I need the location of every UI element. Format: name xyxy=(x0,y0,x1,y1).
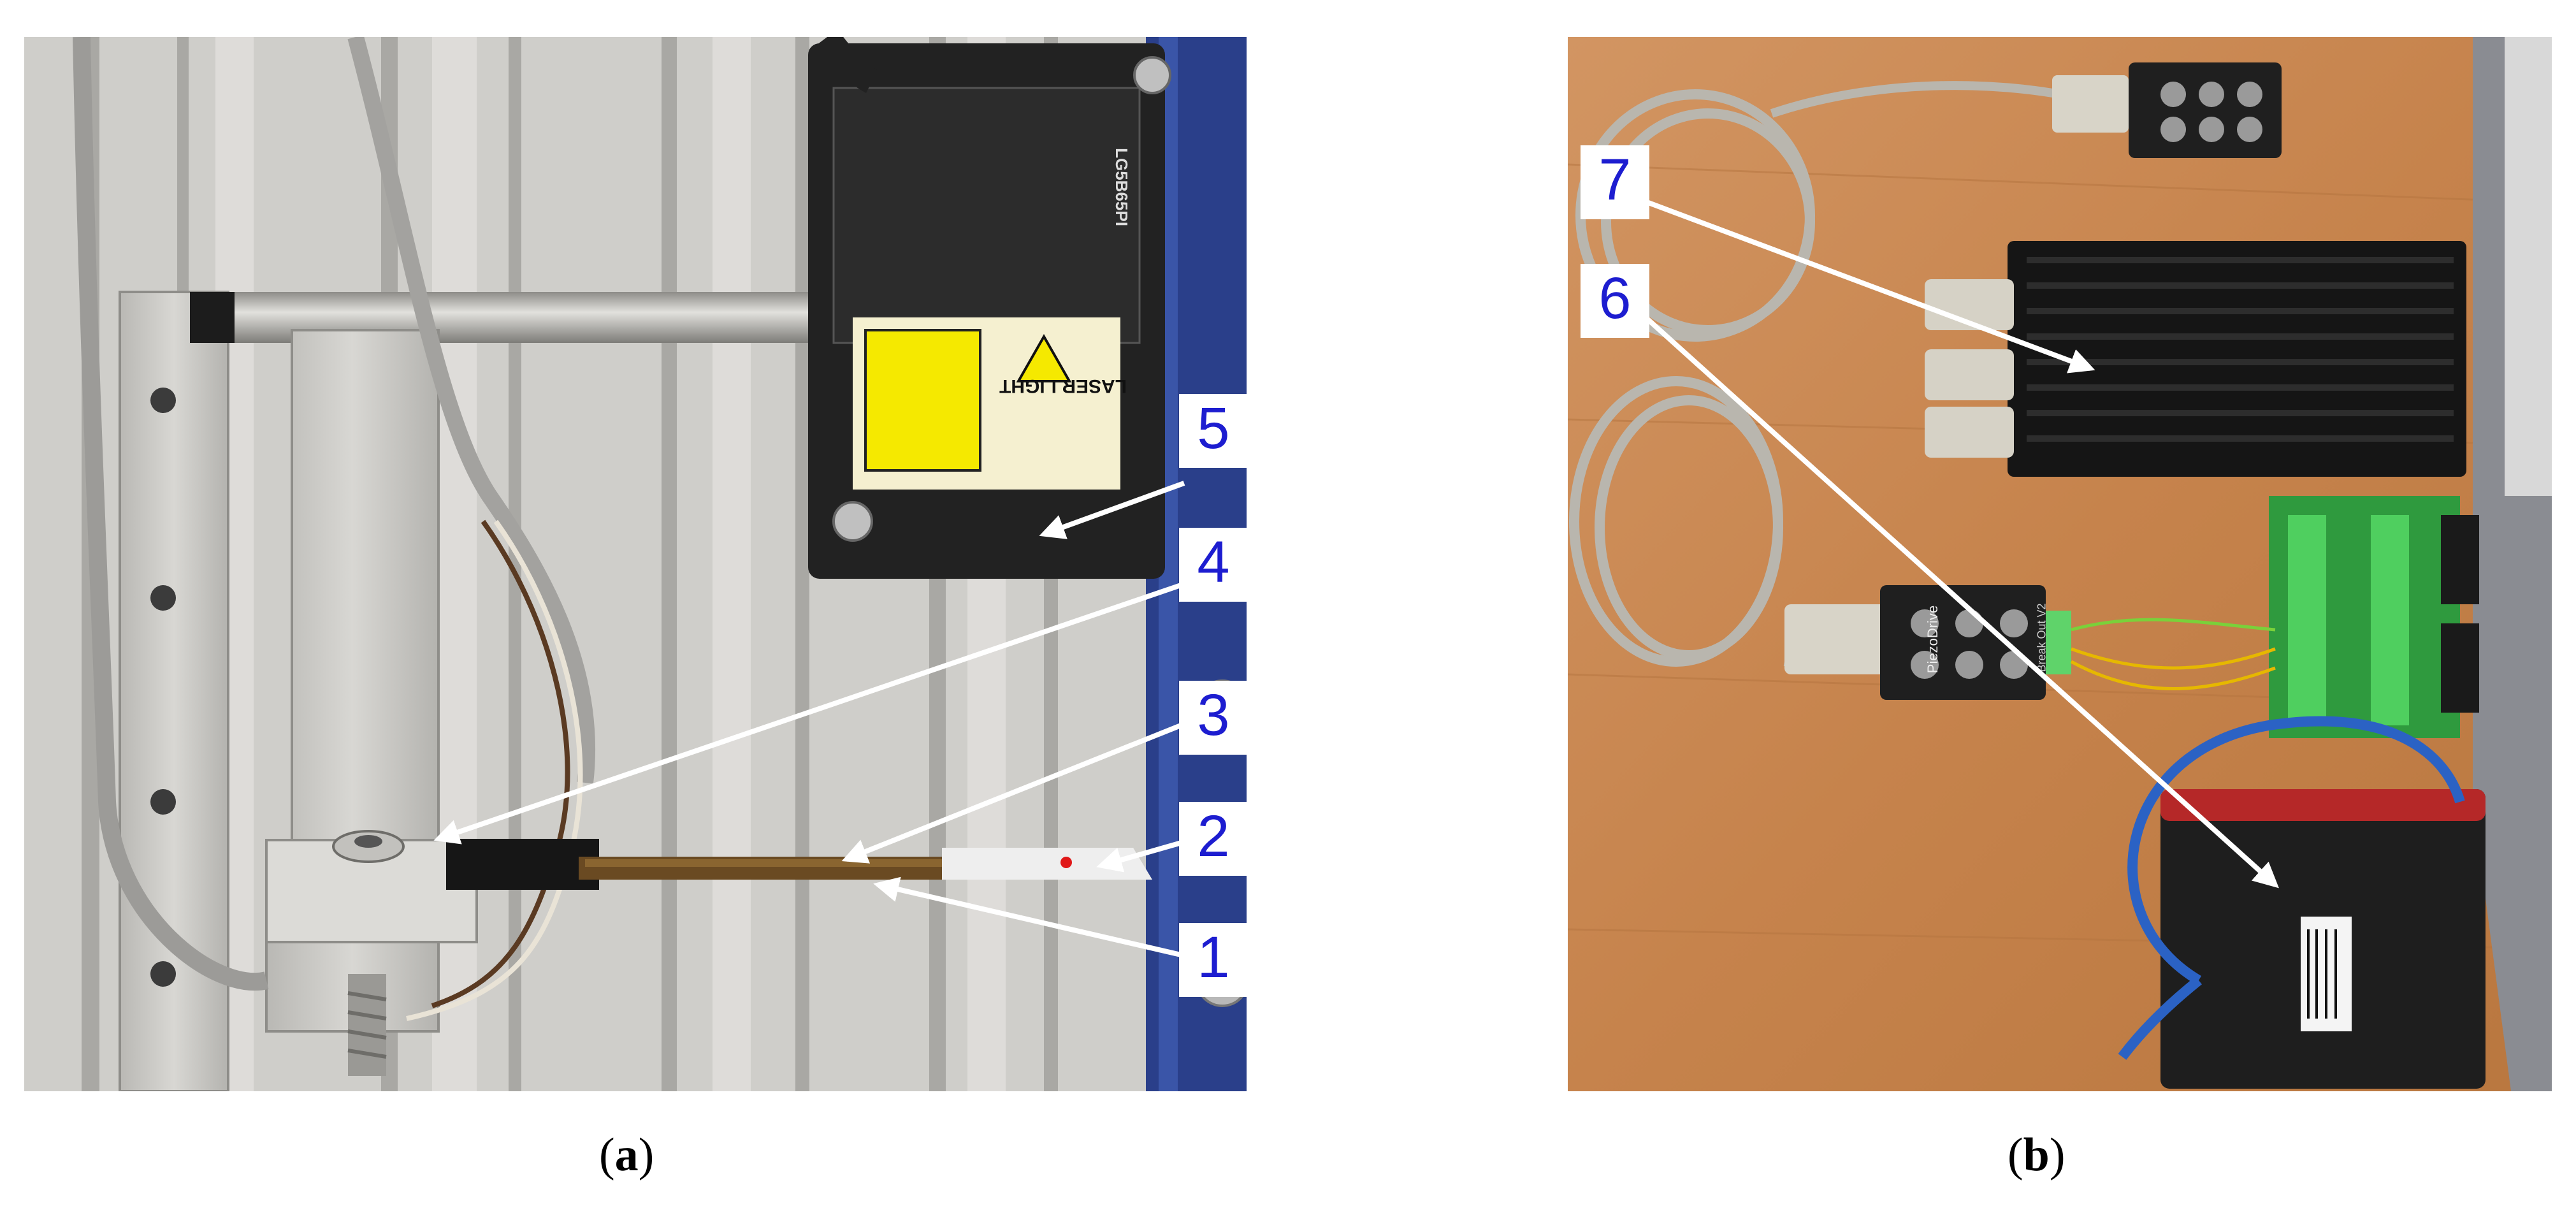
laser-label-title: LASER LIGHT xyxy=(999,375,1127,396)
caption-a-letter: a xyxy=(614,1129,639,1181)
photo-panel-b: PiezoDrive Break Out V2 7 6 xyxy=(1568,37,2552,1091)
caption-a: (a) xyxy=(599,1128,654,1182)
callout-4: 4 xyxy=(1179,528,1247,602)
laser-model-label: LG5B65PI xyxy=(1111,148,1131,226)
lab-setup-photo-a xyxy=(24,37,1247,1091)
breakout-model-label: Break Out V2 xyxy=(2035,603,2048,672)
caption-a-open: ( xyxy=(599,1129,615,1181)
callout-5: 5 xyxy=(1179,394,1247,468)
callout-3: 3 xyxy=(1179,681,1247,755)
callout-6: 6 xyxy=(1581,264,1649,338)
caption-b-close: ) xyxy=(2049,1129,2066,1181)
photo-panel-a: LASER LIGHT LG5B65PI 5 4 3 2 1 xyxy=(24,37,1247,1091)
caption-b-open: ( xyxy=(2008,1129,2023,1181)
callout-7: 7 xyxy=(1581,145,1649,219)
lab-setup-photo-b xyxy=(1568,37,2552,1091)
breakout-brand-label: PiezoDrive xyxy=(1925,605,1941,674)
caption-a-close: ) xyxy=(638,1129,655,1181)
callout-2: 2 xyxy=(1179,802,1247,876)
caption-b-letter: b xyxy=(2023,1129,2050,1181)
callout-1: 1 xyxy=(1179,923,1247,997)
caption-b: (b) xyxy=(2008,1128,2065,1182)
